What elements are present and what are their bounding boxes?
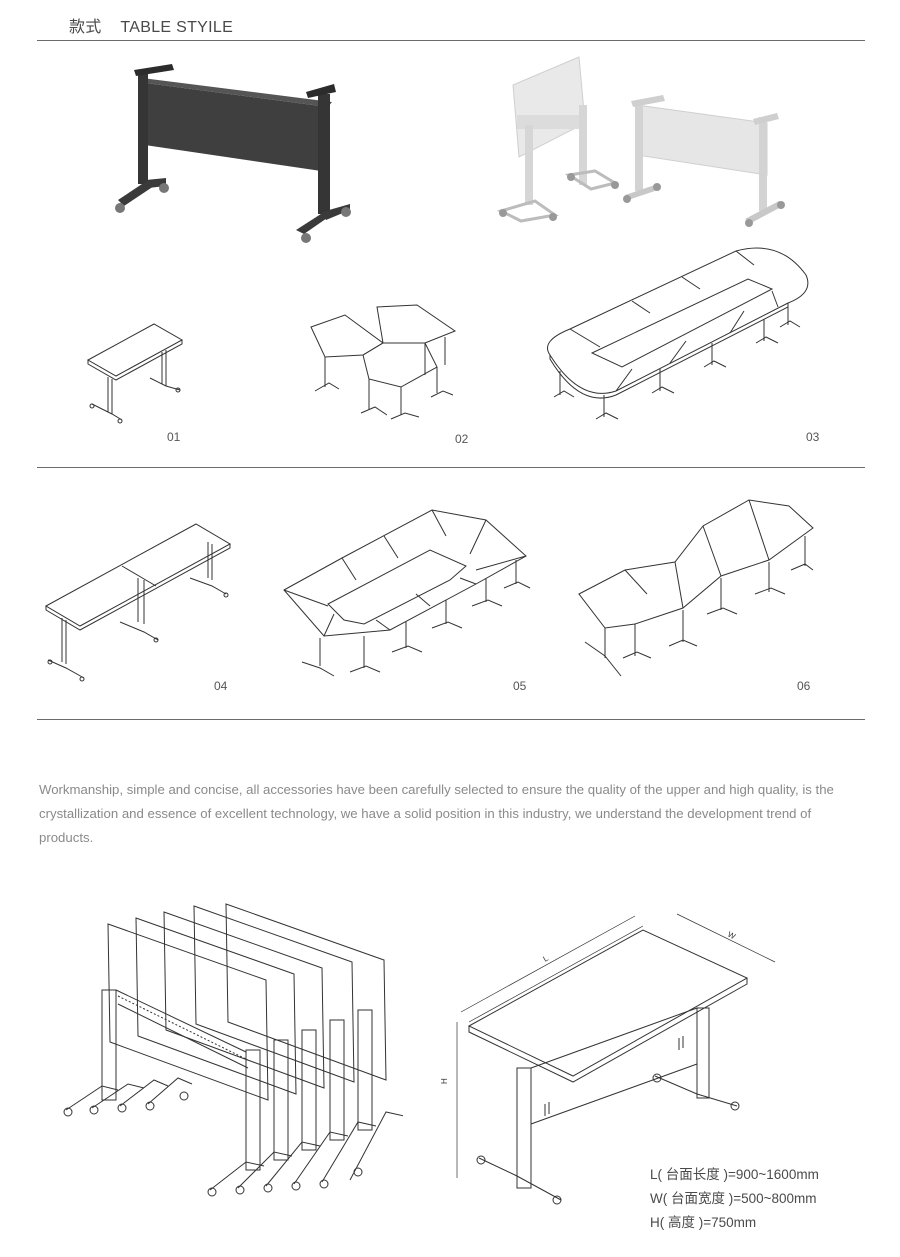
style-number-03: 03 — [806, 430, 820, 444]
style-06-drawing — [577, 496, 815, 684]
style-number-01: 01 — [167, 430, 181, 444]
section-title-en: TABLE STYILE — [120, 19, 234, 36]
section-title-cn: 款式 — [69, 19, 102, 36]
style-05-drawing — [280, 506, 532, 684]
white-frame-photo — [495, 55, 795, 230]
style-number-05: 05 — [513, 679, 527, 693]
spec-height: H( 高度 )=750mm — [650, 1215, 757, 1230]
row-divider-1 — [37, 467, 865, 468]
svg-text:W: W — [726, 930, 737, 942]
style-01-drawing — [82, 322, 192, 427]
spec-list: L( 台面长度 )=900~1600mm W( 台面宽度 )=500~800mm… — [650, 1163, 819, 1235]
svg-text:H: H — [440, 1078, 449, 1084]
dimension-table-drawing: L W H — [435, 908, 780, 1208]
style-03-drawing — [540, 245, 815, 425]
svg-text:L: L — [542, 953, 551, 963]
dark-frame-photo — [110, 62, 360, 247]
style-number-02: 02 — [455, 432, 469, 446]
length-label: L — [542, 953, 551, 963]
style-number-04: 04 — [214, 679, 228, 693]
style-04-drawing — [40, 522, 235, 682]
spec-length: L( 台面长度 )=900~1600mm — [650, 1167, 819, 1182]
width-label: W — [726, 930, 737, 942]
description-paragraph: Workmanship, simple and concise, all acc… — [39, 782, 834, 845]
style-number-06: 06 — [797, 679, 811, 693]
row-divider-2 — [37, 719, 865, 720]
nested-tables-drawing — [58, 900, 403, 1205]
style-02-drawing — [305, 303, 460, 425]
spec-width: W( 台面宽度 )=500~800mm — [650, 1191, 817, 1206]
section-title: 款式 TABLE STYILE — [69, 13, 233, 37]
header-divider — [37, 40, 865, 41]
height-label: H — [440, 1078, 449, 1084]
